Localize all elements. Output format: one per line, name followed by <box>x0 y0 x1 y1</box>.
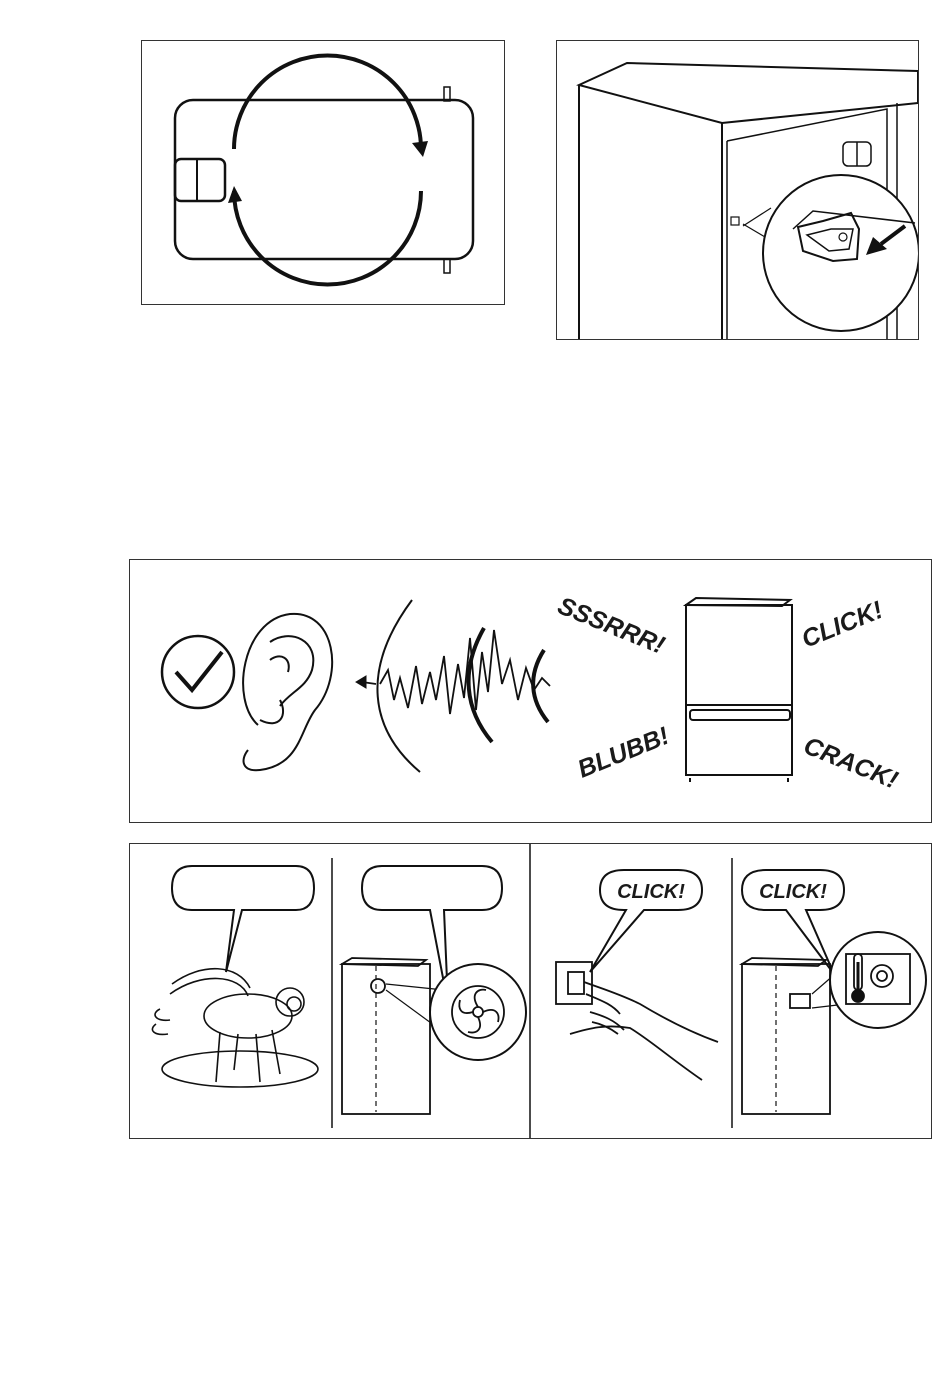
cabinet-detail-panel <box>556 40 919 340</box>
sound-label-sssrrr: SSSRRR! <box>554 592 669 660</box>
sound-sources-drawing: CLICK! CLICK! <box>130 844 931 1138</box>
speech-bubble-fly <box>172 866 314 972</box>
speech-bubble-switch-text: CLICK! <box>617 881 685 903</box>
rotation-arrows-icon <box>228 56 428 285</box>
sound-label-click: CLICK! <box>798 596 887 654</box>
sounds-drawing: SSSRRR! CLICK! BLUBB! CRACK! <box>130 560 931 822</box>
thermostat-cabinet-icon <box>742 932 926 1114</box>
fridge-icon <box>686 598 792 782</box>
hand-icon <box>570 982 718 1080</box>
check-icon <box>162 636 234 708</box>
speech-bubble-thermostat-text: CLICK! <box>759 881 827 903</box>
rotation-diagram <box>142 41 504 304</box>
fly-icon <box>152 969 318 1087</box>
cabinet-drawing <box>557 41 918 339</box>
rotation-diagram-panel <box>141 40 505 305</box>
sound-label-crack: CRACK! <box>800 732 902 795</box>
speech-bubble-switch: CLICK! <box>590 870 702 972</box>
fan-cabinet-icon <box>342 958 526 1114</box>
ear-icon <box>243 614 332 770</box>
normal-sounds-panel: SSSRRR! CLICK! BLUBB! CRACK! <box>129 559 932 823</box>
sound-sources-panel: CLICK! CLICK! <box>129 843 932 1139</box>
sound-waves-icon <box>356 600 550 772</box>
sound-label-blubb: BLUBB! <box>574 722 673 784</box>
